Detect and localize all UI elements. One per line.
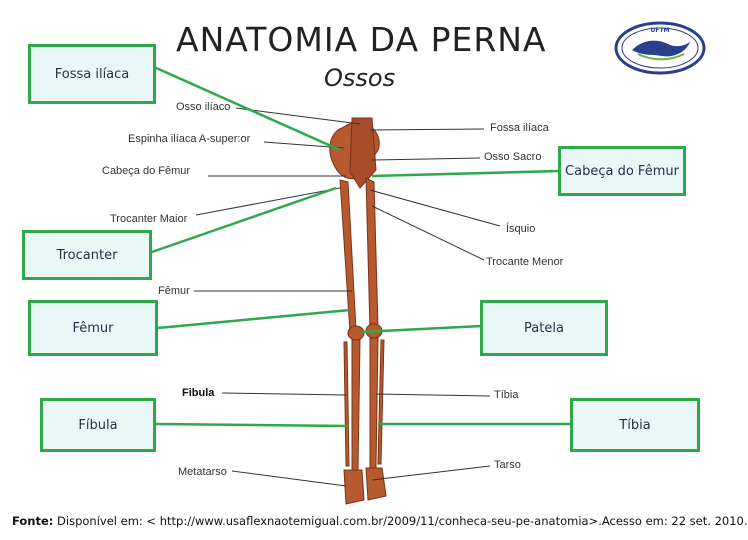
answer-box-cabeca-femur[interactable]: Cabeça do Fêmur [558, 146, 686, 196]
fibula-left [343, 341, 350, 467]
leader-fossa-iliaca [369, 128, 485, 131]
label-osso-sacro: Osso Sacro [484, 151, 542, 163]
label-femur: Fêmur [158, 285, 190, 297]
leader-tarso [371, 465, 491, 481]
connector-femur [157, 308, 351, 330]
connector-trocanter [151, 186, 337, 254]
sacrum-bone [349, 117, 377, 189]
leader-isquio [369, 189, 501, 227]
label-metatarso: Metatarso [178, 466, 227, 478]
label-trocanter-menor: Trocante Menor [486, 256, 564, 268]
leader-trocanter-maior [195, 187, 341, 216]
answer-box-label: Fossa ilíaca [54, 66, 130, 82]
answer-box-label: Tíbia [619, 417, 651, 433]
answer-box-trocanter[interactable]: Trocanter [22, 230, 152, 280]
logo-text: UFTM [650, 27, 669, 34]
answer-box-tibia[interactable]: Tíbia [570, 398, 700, 452]
page-subtitle: Ossos [324, 64, 396, 92]
connector-fossa-iliaca [153, 65, 341, 152]
answer-connectors [151, 65, 570, 428]
label-fibula: Fibula [182, 387, 215, 399]
leader-osso-sacro [371, 157, 481, 161]
uftm-logo: UFTM [614, 21, 706, 75]
label-cabeca-femur: Cabeça do Fêmur [102, 165, 191, 177]
leader-tibia [375, 393, 491, 397]
label-tibia: Tíbia [494, 389, 519, 401]
source-prefix: Fonte: [12, 514, 54, 528]
answer-box-label: Fêmur [72, 320, 114, 336]
leader-trocanter-menor [371, 205, 485, 261]
leader-fibula [221, 392, 347, 396]
answer-box-femur[interactable]: Fêmur [28, 300, 158, 356]
leader-osso-iliaco [235, 107, 361, 125]
connector-cabeca-femur [371, 169, 559, 178]
answer-box-label: Fíbula [78, 417, 118, 433]
answer-box-fibula[interactable]: Fíbula [40, 398, 156, 452]
femur-right [365, 177, 379, 331]
label-fossa-iliaca: Fossa ilíaca [490, 122, 549, 134]
answer-box-label: Trocanter [56, 247, 118, 263]
answer-box-patela[interactable]: Patela [480, 300, 608, 356]
answer-box-label: Cabeça do Fêmur [565, 163, 679, 179]
source-text: Disponível em: < http://www.usaflexnaote… [53, 514, 748, 528]
label-espinha-iliaca: Espinha ilíaca A-super:or [128, 133, 251, 145]
label-trocanter-maior: Trocanter Maior [110, 213, 188, 225]
source-citation: Fonte: Disponível em: < http://www.usafl… [12, 514, 748, 528]
leg-skeleton [329, 117, 387, 505]
connector-patela [361, 324, 483, 334]
label-isquio: Ísquio [506, 223, 536, 235]
foot-left [343, 469, 365, 505]
connector-fibula [155, 422, 349, 428]
foot-right [365, 467, 387, 501]
answer-box-label: Patela [524, 320, 564, 336]
answer-box-fossa-iliaca[interactable]: Fossa ilíaca [28, 44, 156, 104]
leader-metatarso [231, 470, 347, 487]
diagram-canvas [151, 65, 570, 505]
page-title: ANATOMIA DA PERNA [176, 20, 547, 59]
label-osso-iliaco: Osso ilíaco [176, 101, 231, 113]
knee-left [347, 325, 365, 341]
fibula-right [377, 339, 385, 465]
label-tarso: Tarso [494, 459, 521, 471]
leader-lines [194, 107, 501, 487]
tibia-right [369, 337, 379, 469]
tibia-left [351, 339, 361, 471]
